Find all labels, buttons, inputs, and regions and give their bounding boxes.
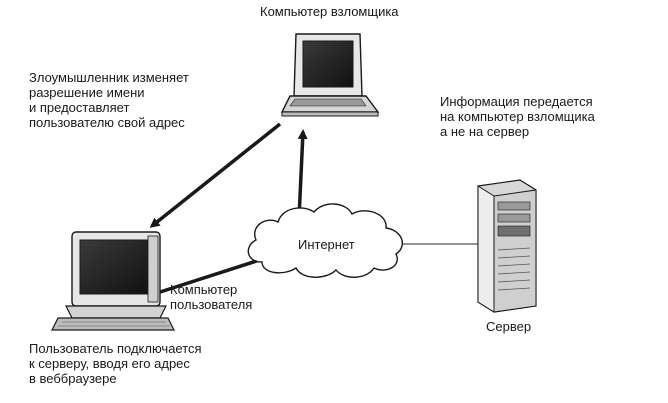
attacker-note: Злоумышленник изменяет разрешение имени …: [29, 70, 189, 130]
cloud-icon: [247, 203, 404, 278]
server-label: Сервер: [486, 319, 532, 334]
attacker-computer-label: Компьютер взломщика: [260, 4, 399, 19]
user-computer-label: Компьютер пользователя: [170, 282, 253, 312]
laptop-icon: [280, 33, 380, 117]
info-note: Информация передается на компьютер взлом…: [440, 94, 595, 139]
arrow-attacker-to-user: [149, 122, 282, 228]
user-note: Пользователь подключается к серверу, вво…: [29, 341, 202, 386]
server-tower-icon: [477, 179, 537, 313]
desktop-computer-icon: [51, 231, 175, 331]
internet-label: Интернет: [298, 237, 355, 252]
